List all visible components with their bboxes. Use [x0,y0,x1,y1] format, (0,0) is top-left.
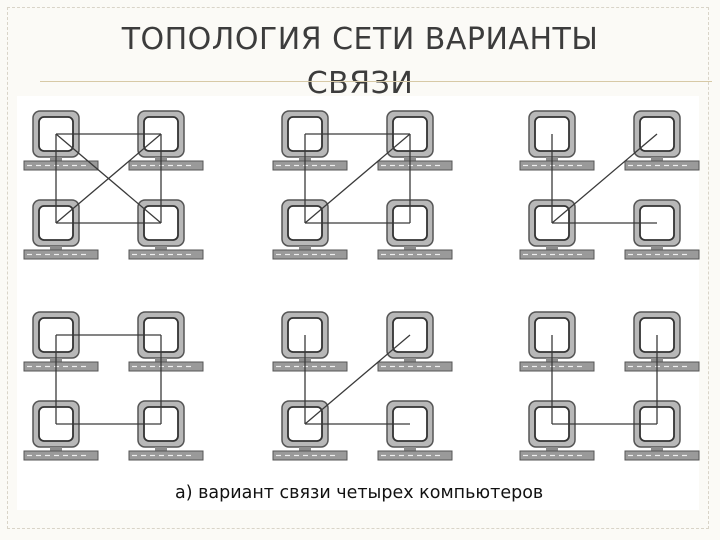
computer-icon [128,400,204,461]
variant-links [55,334,162,425]
computer-icon [519,110,595,171]
slide-title-line1: ТОПОЛОГИЯ СЕТИ ВАРИАНТЫ [121,22,599,57]
computer-icon [377,110,453,171]
computer-icon [128,110,204,171]
variant-links [304,133,411,224]
topology-variant [23,110,204,260]
computer-icon [272,400,348,461]
computer-icon [128,199,204,260]
computer-icon [377,311,453,372]
computer-icon [377,400,453,461]
network-link [304,334,411,425]
computer-icon [23,400,99,461]
computer-icon [377,199,453,260]
variant-links [304,334,411,425]
computer-icon [23,199,99,260]
topology-variant [272,311,453,461]
variant-links [551,133,658,224]
computer-icon [519,199,595,260]
topology-variant [519,110,700,260]
computer-icon [624,110,700,171]
computer-icon [23,110,99,171]
computer-icon [272,311,348,372]
slide-title-line2: СВЯЗИ [306,66,414,101]
title-underline [40,81,712,82]
variant-links [55,133,162,224]
variant-links [551,335,658,425]
network-link [551,133,658,224]
computer-icon [624,400,700,461]
computer-icon [272,110,348,171]
slide-border [7,7,709,529]
network-link [304,133,411,224]
computer-icon [23,311,99,372]
diagram-caption: а) вариант связи четырех компьютеров [175,483,544,503]
computer-icon [128,311,204,372]
computer-icon [624,199,700,260]
computer-icon [272,199,348,260]
computer-icon [519,311,595,372]
topology-variant [519,311,700,461]
topology-variant [23,311,204,461]
computer-icon [624,311,700,372]
computer-icon [519,400,595,461]
topology-variant [272,110,453,260]
slide-title: ТОПОЛОГИЯ СЕТИ ВАРИАНТЫ СВЯЗИ [0,18,720,106]
network-link [55,133,162,224]
